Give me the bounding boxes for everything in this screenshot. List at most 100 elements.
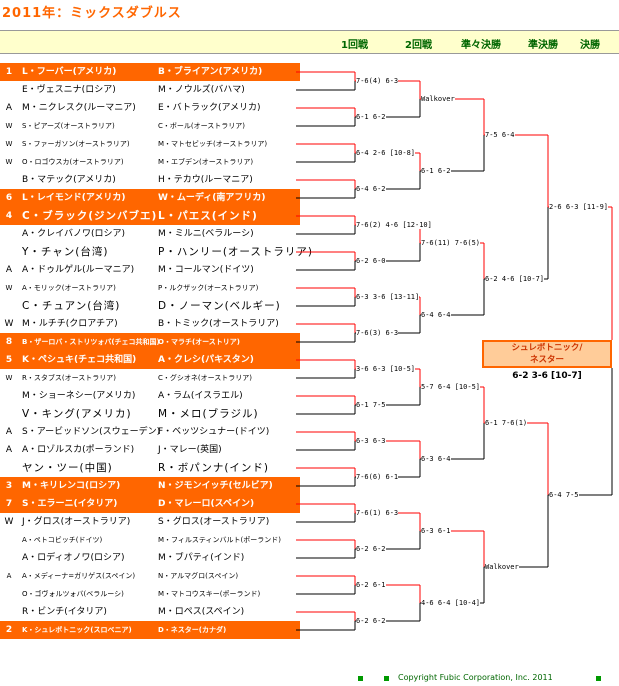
player-1: R・スタブス(オーストラリア) bbox=[22, 374, 116, 382]
player-1: J・グロス(オーストラリア) bbox=[22, 517, 131, 527]
player-2: D・ノーマン(ベルギー) bbox=[158, 300, 281, 312]
match-score: 6-4 7-5 bbox=[549, 491, 579, 499]
player-1: A・モリック(オーストラリア) bbox=[22, 284, 116, 292]
match-score: 6-1 7-6(1) bbox=[485, 419, 528, 427]
player-2: A・クレシ(パキスタン) bbox=[158, 355, 254, 365]
player-1: A・ロディオノワ(ロシア) bbox=[22, 553, 125, 563]
seed-label: A bbox=[5, 103, 13, 113]
match-score: 6-2 6-1 bbox=[356, 581, 386, 589]
player-2: A・ラム(イスラエル) bbox=[158, 391, 243, 401]
player-2: M・ロペス(スペイン) bbox=[158, 607, 245, 617]
round-label-r2: 2回戦 bbox=[405, 40, 432, 51]
match-score: 7-6(11) 7-6(5) bbox=[421, 239, 481, 247]
marker-square bbox=[358, 676, 363, 681]
match-score: 3-6 6-3 [10-5] bbox=[356, 365, 416, 373]
player-1: A・ドゥルゲル(ルーマニア) bbox=[22, 265, 135, 275]
match-score: 6-2 6-2 bbox=[356, 617, 386, 625]
match-score: 6-4 2-6 [10-8] bbox=[356, 149, 416, 157]
champion-box: シュレボトニック/ ネスター bbox=[482, 340, 612, 368]
player-1: S・アービッドソン(スウェーデン) bbox=[22, 427, 161, 437]
marker-square bbox=[596, 676, 601, 681]
player-2: F・ベッツシュナー(ドイツ) bbox=[158, 427, 270, 437]
player-2: M・ブパティ(インド) bbox=[158, 553, 245, 563]
player-2: P・ハンリー(オーストラリア) bbox=[158, 246, 313, 258]
seed-label: 3 bbox=[5, 481, 13, 491]
match-score: 6-4 6-2 bbox=[356, 185, 386, 193]
match-score: 7-6(6) 6-1 bbox=[356, 473, 399, 481]
player-row: M・ショーネシー(アメリカ) A・ラム(イスラエル) bbox=[0, 387, 300, 405]
player-2: H・テカウ(ルーマニア) bbox=[158, 175, 253, 185]
match-score: 6-3 6-4 bbox=[421, 455, 451, 463]
player-1: S・エラーニ(イタリア) bbox=[22, 499, 118, 509]
player-1: O・ロゴウスカ(オーストラリア) bbox=[22, 158, 124, 166]
player-1: R・ビンチ(イタリア) bbox=[22, 607, 107, 617]
match-score: 5-7 6-4 [10-5] bbox=[421, 383, 481, 391]
player-1: ヤン・ツー(中国) bbox=[22, 462, 113, 474]
match-score: 4-6 6-4 [10-4] bbox=[421, 599, 481, 607]
champion-name: シュレボトニック/ ネスター bbox=[511, 343, 583, 365]
player-row: V・キング(アメリカ)M・メロ(ブラジル) bbox=[0, 405, 300, 423]
player-1: S・ピアーズ(オーストラリア) bbox=[22, 122, 115, 130]
player-2: M・マトコウスキー(ポーランド) bbox=[158, 590, 261, 598]
player-1: E・ヴェスニナ(ロシア) bbox=[22, 85, 116, 95]
round-label-final: 決勝 bbox=[580, 40, 600, 51]
match-score: 7-6(4) 6-3 bbox=[356, 77, 399, 85]
player-row: A・ロディオノワ(ロシア) M・ブパティ(インド) bbox=[0, 549, 300, 567]
match-score: 7-6(1) 6-3 bbox=[356, 509, 399, 517]
player-2: D・ネスター(カナダ) bbox=[158, 626, 227, 634]
player-row: ヤン・ツー(中国)R・ボパンナ(インド) bbox=[0, 459, 300, 477]
copyright: Copyright Fubic Corporation, Inc. 2011 bbox=[398, 673, 553, 682]
player-1: S・ファーガソン(オーストラリア) bbox=[22, 140, 130, 148]
player-2: E・バトラック(アメリカ) bbox=[158, 103, 261, 113]
player-1: K・ペシュキ(チェコ共和国) bbox=[22, 355, 137, 365]
player-2: C・グシオネ(オーストラリア) bbox=[158, 374, 252, 382]
seed-label: W bbox=[5, 140, 13, 148]
player-1: A・ペトコビッチ(ドイツ) bbox=[22, 536, 103, 544]
seed-label: W bbox=[5, 374, 13, 382]
match-score: 7-5 6-4 bbox=[485, 131, 515, 139]
marker-square bbox=[384, 676, 389, 681]
player-2: M・エブデン(オーストラリア) bbox=[158, 158, 254, 166]
player-1: O・ゴヴォルツォバ(ベラルーシ) bbox=[22, 590, 124, 598]
player-1: V・キング(アメリカ) bbox=[22, 408, 132, 420]
player-1: L・フーバー(アメリカ) bbox=[22, 67, 117, 77]
seed-label: A bbox=[5, 445, 13, 455]
player-2: M・マトセビッチ(オーストラリア) bbox=[158, 140, 268, 148]
match-score: 7-6(3) 6-3 bbox=[356, 329, 399, 337]
player-1: C・チュアン(台湾) bbox=[22, 300, 121, 312]
round-label-qf: 準々決勝 bbox=[461, 40, 501, 51]
match-score: Walkover bbox=[421, 95, 455, 103]
match-score: 6-2 4-6 [10-7] bbox=[485, 275, 545, 283]
seed-label: 5 bbox=[5, 355, 13, 365]
player-row: 5 K・ペシュキ(チェコ共和国) A・クレシ(パキスタン) bbox=[0, 351, 300, 369]
player-2: L・パエス(インド) bbox=[158, 210, 258, 222]
player-2: M・ミルニ(ベラルーシ) bbox=[158, 229, 254, 239]
match-score: 6-1 6-2 bbox=[421, 167, 451, 175]
seed-label: W bbox=[4, 517, 14, 527]
player-2: B・ブライアン(アメリカ) bbox=[158, 67, 263, 77]
player-row: Y・チャン(台湾)P・ハンリー(オーストラリア) bbox=[0, 243, 312, 261]
final-score: 6-2 3-6 [10-7] bbox=[512, 371, 582, 381]
match-score: 6-2 6-0 bbox=[356, 257, 386, 265]
player-2: M・ノウルズ(バハマ) bbox=[158, 85, 245, 95]
seed-label: W bbox=[4, 319, 14, 329]
seed-label: 7 bbox=[5, 499, 13, 509]
player-1: K・シュレボトニック(スロベニア) bbox=[22, 626, 132, 634]
seed-label: A bbox=[6, 572, 12, 580]
match-score: 6-4 6-4 bbox=[421, 311, 451, 319]
player-2: M・フィルスティンバルト(ポーランド) bbox=[158, 536, 281, 544]
page-title: 2011年：ミックスダブルス bbox=[2, 6, 182, 21]
round-label-r1: 1回戦 bbox=[341, 40, 368, 51]
player-row: A・ペトコビッチ(ドイツ) M・フィルスティンバルト(ポーランド) bbox=[0, 531, 300, 549]
match-score: 6-1 6-2 bbox=[356, 113, 386, 121]
player-1: M・ショーネシー(アメリカ) bbox=[22, 391, 136, 401]
